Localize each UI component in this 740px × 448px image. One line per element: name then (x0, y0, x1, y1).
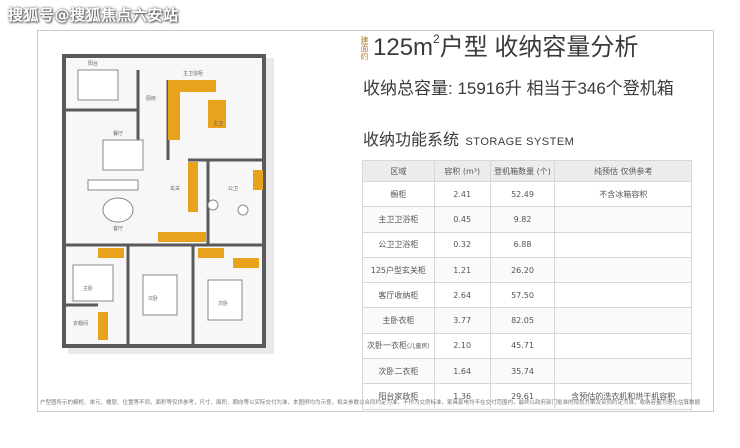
table-cell-boxes: 6.88 (489, 231, 556, 258)
table-cell-volume: 3.77 (433, 307, 491, 334)
bath-cabinet (208, 100, 226, 128)
room-label-2: 餐厅 (113, 130, 123, 137)
table-cell-area: 次卧二衣柜 (362, 358, 435, 385)
toilet-2 (237, 204, 249, 216)
watermark: 搜狐号@搜狐焦点六安站 (8, 6, 179, 24)
furniture (72, 69, 249, 321)
table-cell-note (554, 282, 692, 309)
header-area: 区域 (362, 160, 435, 182)
area-prefix-label: 建面约 (360, 36, 369, 60)
table-cell-volume: 1.36 (433, 383, 491, 410)
table-cell-boxes: 35.74 (489, 358, 556, 385)
sofa (87, 179, 139, 191)
table-cell-area: 橱柜 (362, 180, 435, 208)
room-labels: 阳台 厨房 餐厅 客厅 主卧 主卫 公卫 次卧 次卧 玄关 衣帽间 主卫浴柜 (73, 60, 238, 327)
table-cell-volume: 1.21 (433, 256, 491, 284)
table-cell-boxes: 29.61 (489, 383, 556, 410)
header-note: 纯预估 仅供参考 (554, 160, 692, 182)
table-cell-area: 次卧一衣柜(儿童房) (362, 332, 435, 360)
toilet (207, 199, 219, 211)
table-cell-boxes: 9.82 (489, 206, 556, 233)
third-wardrobe (233, 258, 259, 268)
table-cell-note (554, 358, 692, 385)
room-label-7: 次卧 (148, 295, 158, 302)
balcony-table (77, 69, 119, 101)
table-cell-note (554, 231, 692, 258)
dining-table (102, 139, 144, 171)
table-cell-note: 不含冰箱容积 (554, 180, 692, 208)
floor-plan: 阳台 厨房 餐厅 客厅 主卧 主卫 公卫 次卧 次卧 玄关 衣帽间 主卫浴柜 (58, 50, 318, 368)
third-bed (207, 279, 243, 321)
floor-plan-drawing: 阳台 厨房 餐厅 客厅 主卧 主卫 公卫 次卧 次卧 玄关 衣帽间 主卫浴柜 (62, 54, 274, 354)
room-label-8: 次卧 (218, 300, 228, 307)
entry-cabinet (188, 162, 198, 212)
table-cell-volume: 0.32 (433, 231, 491, 258)
table-cell-area: 125户型玄关柜 (362, 256, 435, 284)
header-boxes: 登机箱数量 (个) (489, 160, 556, 182)
master-bed (72, 264, 114, 302)
table-cell-boxes: 57.50 (489, 282, 556, 309)
room-label-4: 主卧 (83, 285, 93, 292)
table-cell-boxes: 45.71 (489, 332, 556, 360)
kitchen-cabinet-top (180, 80, 216, 92)
table-cell-note (554, 256, 692, 284)
coffee-table (102, 197, 134, 223)
table-cell-area: 主卧衣柜 (362, 307, 435, 334)
second-wardrobe (198, 248, 224, 258)
room-label-1: 厨房 (146, 95, 156, 102)
second-bed (142, 274, 178, 316)
table-cell-area: 主卫卫浴柜 (362, 206, 435, 233)
page-heading: 建面约 125m2户型 收纳容量分析 (360, 32, 638, 62)
public-bath-cabinet (253, 170, 263, 190)
storage-cabinets (98, 80, 263, 340)
room-label-5: 主卫 (213, 120, 223, 127)
table-cell-volume: 1.64 (433, 358, 491, 385)
footnote: 户型图所示的橱柜、单元、楼层、位置等不同，面积等仅供参考，尺寸、面积、朝向等以实… (40, 400, 700, 406)
header-volume: 容积 (m³) (433, 160, 491, 182)
room-label-11: 主卫浴柜 (183, 70, 203, 77)
table-cell-volume: 2.64 (433, 282, 491, 309)
table-cell-note: 含预估的洗衣机和烘干机容积 (554, 383, 692, 410)
room-label-0: 阳台 (88, 60, 98, 67)
master-wardrobe (98, 248, 124, 258)
room-label-3: 客厅 (113, 225, 123, 232)
room-label-9: 玄关 (170, 185, 180, 192)
master-wardrobe-2 (98, 312, 108, 340)
table-cell-area: 公卫卫浴柜 (362, 231, 435, 258)
room-label-6: 公卫 (228, 186, 238, 192)
table-cell-volume: 0.45 (433, 206, 491, 233)
room-label-10: 衣帽间 (73, 320, 88, 327)
table-cell-boxes: 52.49 (489, 180, 556, 208)
table-cell-boxes: 26.20 (489, 256, 556, 284)
table-cell-volume: 2.10 (433, 332, 491, 360)
table-cell-volume: 2.41 (433, 180, 491, 208)
page-title: 125m2户型 收纳容量分析 (373, 32, 639, 61)
total-capacity: 收纳总容量: 15916升 相当于346个登机箱 (363, 79, 674, 98)
table-cell-area: 客厅收纳柜 (362, 282, 435, 309)
table-cell-note (554, 206, 692, 233)
table-cell-note (554, 332, 692, 360)
table-header-row: 区域 容积 (m³) 登机箱数量 (个) 纯预估 仅供参考 (362, 160, 692, 182)
section-title: 收纳功能系统 STORAGE SYSTEM (363, 132, 575, 149)
table-cell-boxes: 82.05 (489, 307, 556, 334)
kitchen-cabinet (168, 80, 180, 140)
living-cabinet (158, 232, 206, 242)
table-cell-note (554, 307, 692, 334)
